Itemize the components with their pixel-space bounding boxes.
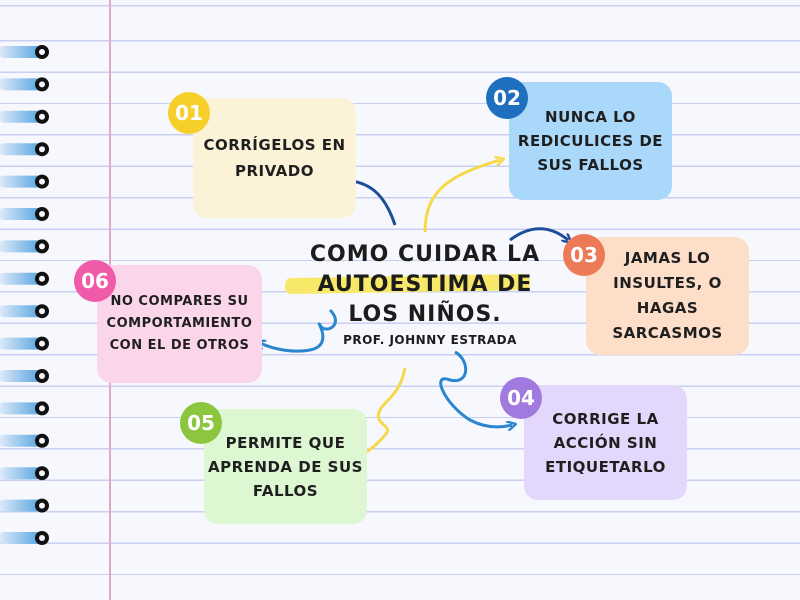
title-line-1: COMO CUIDAR LA bbox=[309, 242, 541, 267]
badge-06: 06 bbox=[74, 260, 116, 302]
tip-card-05: PERMITE QUE APRENDA DE SUS FALLOS bbox=[204, 409, 367, 524]
spiral-coil bbox=[0, 433, 49, 448]
arrow-to-04 bbox=[439, 350, 512, 427]
tip-card-02: NUNCA LO REDICULICES DE SUS FALLOS bbox=[509, 82, 672, 200]
badge-04: 04 bbox=[500, 377, 542, 419]
spiral-coil bbox=[0, 531, 49, 545]
spiral-coil bbox=[0, 401, 49, 416]
tip-card-01: CORRÍGELOS EN PRIVADO bbox=[193, 98, 356, 218]
author-subtitle: PROF. JOHNNY ESTRADA bbox=[343, 333, 517, 347]
tip-card-04: CORRIGE LA ACCIÓN SIN ETIQUETARLO bbox=[524, 385, 687, 500]
spiral-coil bbox=[0, 77, 49, 92]
spiral-coil bbox=[0, 271, 49, 286]
tip-text-01: CORRÍGELOS EN PRIVADO bbox=[203, 136, 346, 180]
spiral-coil bbox=[0, 207, 49, 221]
arrow-to-05 bbox=[360, 367, 407, 456]
badge-02: 02 bbox=[486, 77, 528, 119]
tip-text-05: PERMITE QUE APRENDA DE SUS FALLOS bbox=[208, 433, 363, 500]
tip-text-02: NUNCA LO REDICULICES DE SUS FALLOS bbox=[517, 108, 664, 174]
spiral-coil bbox=[0, 466, 49, 481]
title-line-3: LOS NIÑOS. bbox=[348, 302, 502, 327]
spiral-coil bbox=[0, 239, 49, 254]
tip-text-06: NO COMPARES SU COMPORTAMIENTO CON EL DE … bbox=[106, 294, 253, 353]
spiral-coil bbox=[0, 304, 49, 319]
badge-05: 05 bbox=[180, 402, 222, 444]
spiral-coil bbox=[0, 498, 49, 513]
spiral-binding bbox=[0, 45, 49, 545]
tip-card-06: NO COMPARES SU COMPORTAMIENTO CON EL DE … bbox=[97, 265, 262, 383]
spiral-coil bbox=[0, 142, 49, 157]
badge-03: 03 bbox=[563, 234, 605, 276]
arrow-to-06 bbox=[260, 308, 337, 353]
arrow-to-02 bbox=[423, 160, 500, 233]
badge-01: 01 bbox=[168, 92, 210, 134]
tip-text-03: JAMAS LO INSULTES, O HAGAS SARCASMOS bbox=[612, 249, 723, 342]
arrow-to-03 bbox=[509, 227, 568, 240]
spiral-coil bbox=[0, 174, 49, 189]
central-title: COMO CUIDAR LA AUTOESTIMA DE LOS NIÑOS. bbox=[300, 240, 550, 330]
title-line-2: AUTOESTIMA DE bbox=[317, 272, 533, 297]
spiral-coil bbox=[0, 369, 49, 383]
spiral-coil bbox=[0, 336, 49, 351]
tip-text-04: CORRIGE LA ACCIÓN SIN ETIQUETARLO bbox=[545, 409, 666, 476]
spiral-coil bbox=[0, 45, 49, 59]
tip-card-03: JAMAS LO INSULTES, O HAGAS SARCASMOS bbox=[586, 237, 749, 355]
spiral-coil bbox=[0, 109, 49, 124]
